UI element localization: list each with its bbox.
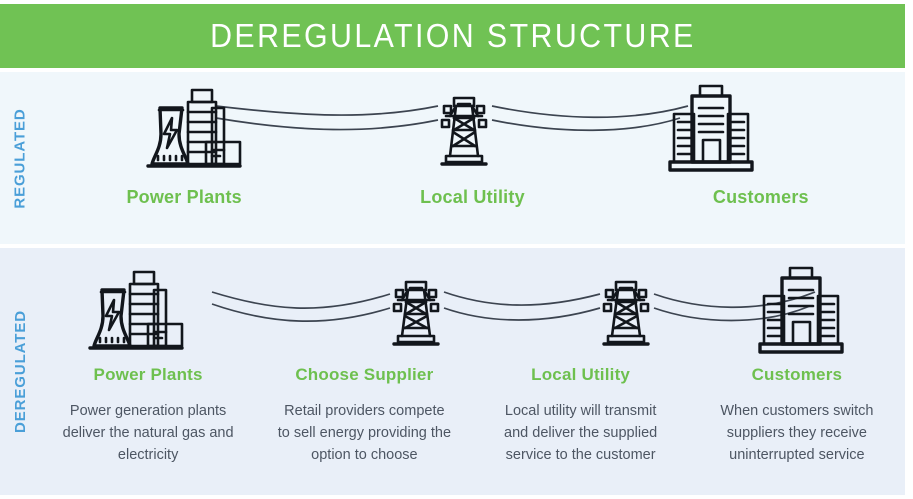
transmission-tower-icon [602,280,650,346]
column-title: Power Plants [126,187,242,207]
power-plant-icon [88,270,184,350]
regulated-section [0,72,905,244]
deregulated-desc-choose-supplier: Retail providers compete to sell energy … [256,400,472,466]
transmission-tower-icon [392,280,440,346]
transmission-tower-icon [440,96,488,166]
deregulated-descriptions-row: Power generation plants deliver the natu… [40,400,905,466]
deregulated-diagram [40,252,905,360]
wire-segment [443,307,601,321]
wire-segment [215,105,439,116]
deregulated-col-power-plants: Power Plants [40,364,256,386]
deregulated-desc-customers: When customers switch suppliers they rec… [689,400,905,466]
deregulated-desc-power-plants: Power generation plants deliver the natu… [40,400,256,466]
side-label-regulated: REGULATED [0,72,40,244]
office-buildings-icon [668,84,754,172]
wire-segment [211,291,391,309]
column-title: Choose Supplier [295,365,434,384]
wire-segment [653,305,811,322]
wire-segment [491,105,689,119]
wire-segment [215,117,439,131]
side-label-deregulated: DEREGULATED [0,248,40,495]
column-description: Local utility will transmit and deliver … [504,403,658,463]
deregulated-col-customers: Customers [689,364,905,386]
wire-segment [443,291,601,306]
deregulated-labels-row: Power Plants Choose Supplier Local Utili… [40,364,905,386]
deregulated-section [0,248,905,495]
office-buildings-icon [758,266,844,354]
column-title: Customers [712,187,809,207]
column-title: Local Utility [531,365,631,384]
page-title: DEREGULATION STRUCTURE [209,17,696,54]
column-description: Retail providers compete to sell energy … [277,403,452,463]
side-label-deregulated-text: DEREGULATED [11,310,29,433]
column-title: Customers [751,365,843,384]
wire-segment [491,117,681,132]
regulated-col-local-utility: Local Utility [328,186,616,208]
regulated-diagram [40,72,905,184]
regulated-col-power-plants: Power Plants [40,186,328,208]
deregulated-desc-local-utility: Local utility will transmit and deliver … [473,400,689,466]
column-description: Power generation plants deliver the natu… [62,403,234,463]
regulated-col-customers: Customers [617,186,905,208]
side-label-regulated-text: REGULATED [11,107,29,209]
header-bar: DEREGULATION STRUCTURE [0,4,905,68]
power-plant-icon [146,88,242,168]
column-title: Local Utility [420,187,525,207]
deregulated-col-local-utility: Local Utility [473,364,689,386]
deregulated-col-choose-supplier: Choose Supplier [256,364,472,386]
wire-segment [211,303,391,322]
column-title: Power Plants [93,365,203,384]
column-description: When customers switch suppliers they rec… [720,403,874,463]
regulated-labels-row: Power Plants Local Utility Customers [40,186,905,208]
